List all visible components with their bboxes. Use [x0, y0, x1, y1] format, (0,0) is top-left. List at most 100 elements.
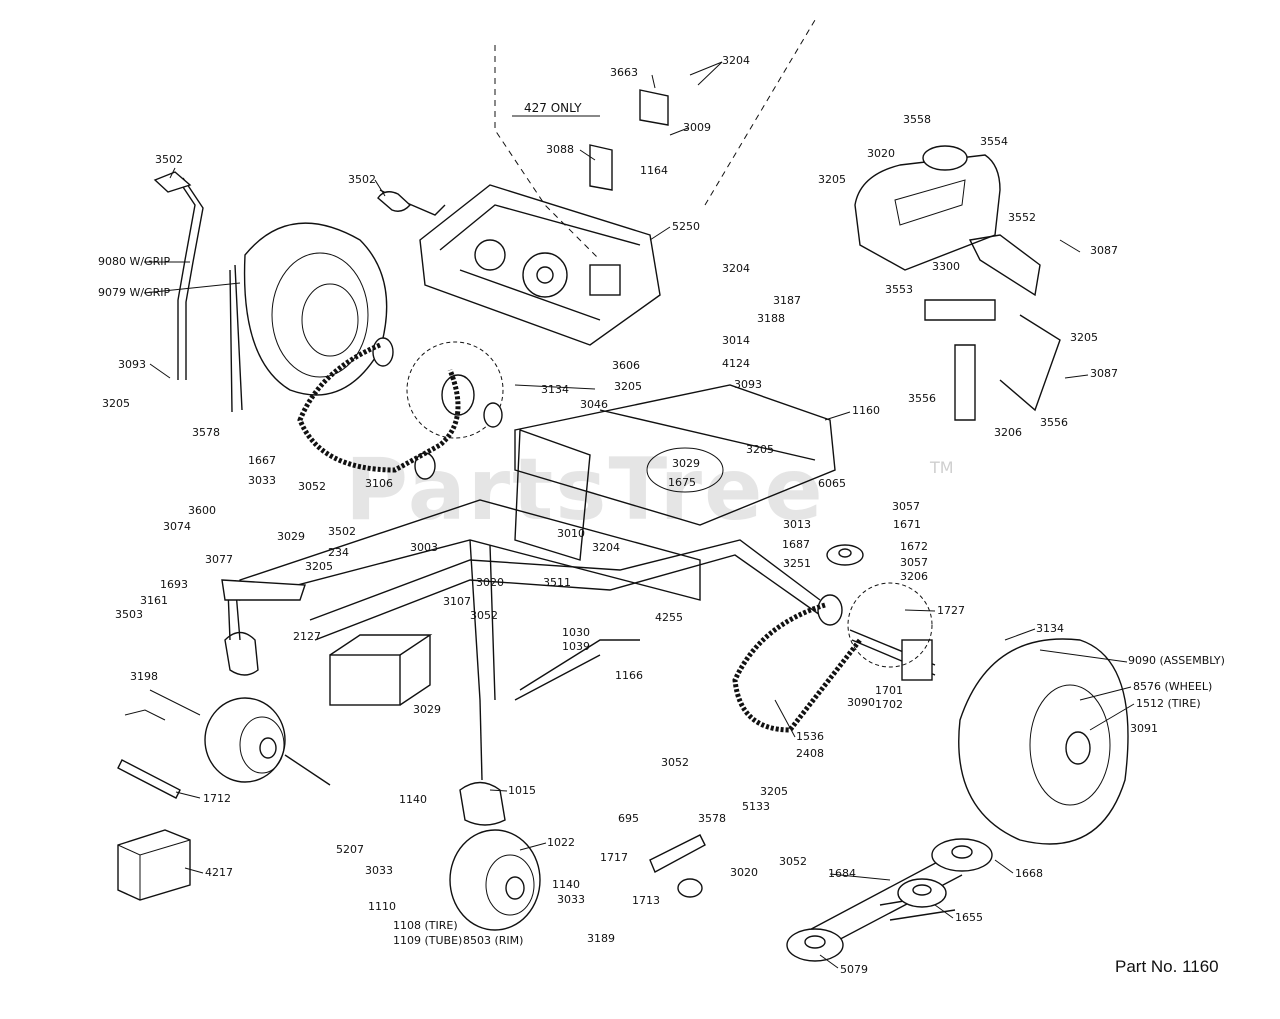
callout: 1712 [203, 792, 231, 805]
tank-bracket [968, 234, 1041, 297]
front-left-spindle [221, 579, 306, 676]
callout: 1713 [632, 894, 660, 907]
callout: 3553 [885, 283, 913, 296]
callout: 3010 [557, 527, 585, 540]
callout: 9080 W/GRIP [98, 255, 170, 268]
callout-labels: 3663 3204 3009 3088 1164 5250 3502 3502 … [98, 54, 1225, 976]
callout: 5250 [672, 220, 700, 233]
427-only-boundary [494, 19, 816, 261]
callout: 1672 [900, 540, 928, 553]
callout: 3020 [730, 866, 758, 879]
callout: 3205 [760, 785, 788, 798]
callout: 1166 [615, 669, 643, 682]
callout: 3107 [443, 595, 471, 608]
callout: 5079 [840, 963, 868, 976]
callout: 3554 [980, 135, 1008, 148]
callout: 3187 [773, 294, 801, 307]
callout: 1668 [1015, 867, 1043, 880]
right-front-wheel [449, 699, 541, 931]
callout: 3206 [900, 570, 928, 583]
callout: 3503 [115, 608, 143, 621]
callout: 1675 [668, 476, 696, 489]
callout: 3663 [610, 66, 638, 79]
callout: 5133 [742, 800, 770, 813]
callout: 3033 [557, 893, 585, 906]
main-frame [239, 384, 836, 706]
callout: 3511 [543, 576, 571, 589]
callout: 3052 [298, 480, 326, 493]
bracket-1717 [649, 834, 706, 873]
callout: 695 [618, 812, 639, 825]
left-rear-wheel [229, 222, 388, 413]
callout: 9090 (ASSEMBLY) [1128, 654, 1225, 667]
callout: 3013 [783, 518, 811, 531]
callout: 1727 [937, 604, 965, 617]
callout: 3205 [614, 380, 642, 393]
leader-lines [143, 61, 1135, 969]
callout: 4217 [205, 866, 233, 879]
callout: 3093 [118, 358, 146, 371]
callout: 3606 [612, 359, 640, 372]
callout: 3052 [779, 855, 807, 868]
callout: 3578 [192, 426, 220, 439]
callout: 3502 [155, 153, 183, 166]
transmission-assembly [377, 184, 661, 346]
callout: 3057 [900, 556, 928, 569]
callout: 1022 [547, 836, 575, 849]
callout: 3106 [365, 477, 393, 490]
callout: 3134 [1036, 622, 1064, 635]
bracket-1712 [117, 759, 181, 799]
callout: 3003 [410, 541, 438, 554]
callout: 1512 (TIRE) [1136, 697, 1201, 710]
callout: 1015 [508, 784, 536, 797]
callout: 1671 [893, 518, 921, 531]
callout: 3600 [188, 504, 216, 517]
callout: 9079 W/GRIP [98, 286, 170, 299]
handle-9080 [174, 174, 196, 380]
callout: 3205 [746, 443, 774, 456]
callout: 1687 [782, 538, 810, 551]
belt-and-pulleys [786, 838, 993, 962]
callout: 1039 [562, 640, 590, 653]
right-rear-wheel [849, 629, 1129, 845]
callout: 3087 [1090, 367, 1118, 380]
callout: 3206 [994, 426, 1022, 439]
callout: 3020 [476, 576, 504, 589]
callout: 3558 [903, 113, 931, 126]
callout: 1702 [875, 698, 903, 711]
left-sprocket [372, 337, 504, 480]
callout: 3556 [908, 392, 936, 405]
callout: 1701 [875, 684, 903, 697]
callout: 1536 [796, 730, 824, 743]
callout: 3014 [722, 334, 750, 347]
callout: 3029 [413, 703, 441, 716]
callout: 3020 [867, 147, 895, 160]
callout: 3204 [722, 54, 750, 67]
callout: 3556 [1040, 416, 1068, 429]
callout: 3077 [205, 553, 233, 566]
callout: 3205 [305, 560, 333, 573]
callout: 3205 [102, 397, 130, 410]
left-chain [297, 342, 461, 473]
callout: 1108 (TIRE) [393, 919, 458, 932]
bracket-3663 [639, 89, 669, 126]
note-427: 427 ONLY [524, 101, 582, 115]
callout: 3088 [546, 143, 574, 156]
fuel-tank [854, 145, 1001, 271]
callout: 3052 [661, 756, 689, 769]
callout: 8503 (RIM) [463, 934, 523, 947]
callout: 8576 (WHEEL) [1133, 680, 1212, 693]
callout: 3033 [365, 864, 393, 877]
callout: 3033 [248, 474, 276, 487]
callout: 1160 [852, 404, 880, 417]
callout: 3189 [587, 932, 615, 945]
callout: 3552 [1008, 211, 1036, 224]
watermark-tm: TM [930, 458, 954, 477]
callout: 1693 [160, 578, 188, 591]
callout: 1140 [552, 878, 580, 891]
callout: 1684 [828, 867, 856, 880]
callout: 3074 [163, 520, 191, 533]
callout: 6065 [818, 477, 846, 490]
callout: 3057 [892, 500, 920, 513]
